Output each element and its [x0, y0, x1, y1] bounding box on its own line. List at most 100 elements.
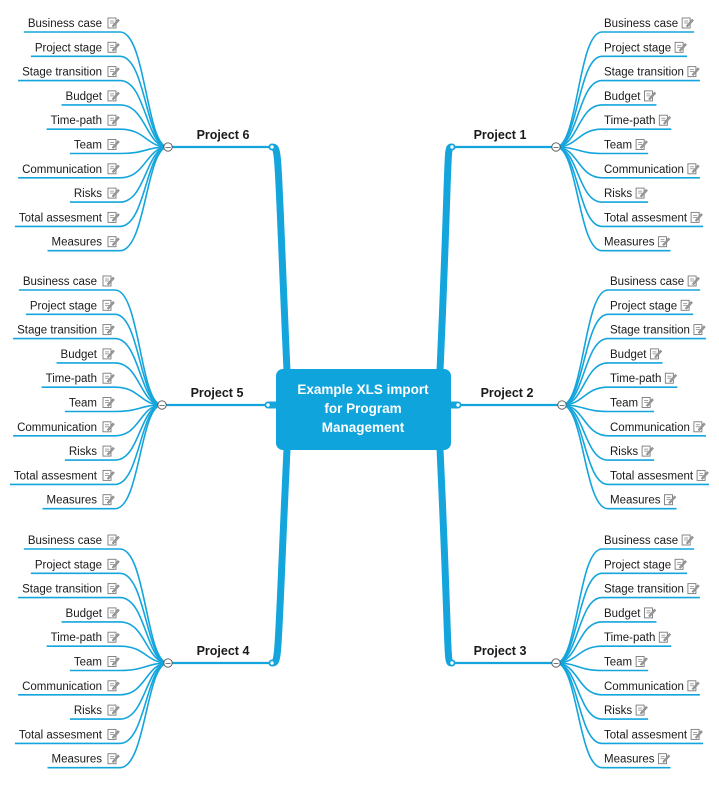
note-icon[interactable]	[658, 114, 672, 126]
subtopic-item[interactable]: Team	[604, 656, 648, 669]
note-icon[interactable]	[107, 114, 120, 126]
subtopic-item[interactable]: Team	[604, 139, 648, 152]
subtopic-item[interactable]: Measures	[47, 494, 115, 507]
note-icon[interactable]	[107, 66, 120, 78]
collapse-toggle[interactable]: −	[551, 658, 561, 668]
collapse-toggle[interactable]: −	[163, 142, 173, 152]
subtopic-item[interactable]: Time-path	[610, 372, 678, 385]
project-topic-2[interactable]: Project 2	[481, 386, 534, 400]
subtopic-item[interactable]: Budget	[66, 90, 120, 103]
subtopic-item[interactable]: Team	[610, 397, 654, 410]
note-icon[interactable]	[102, 494, 115, 506]
subtopic-item[interactable]: Measures	[604, 236, 671, 249]
note-icon[interactable]	[674, 558, 687, 570]
subtopic-item[interactable]: Project stage	[30, 299, 115, 312]
subtopic-item[interactable]: Risks	[69, 445, 115, 458]
note-icon[interactable]	[658, 236, 671, 248]
subtopic-item[interactable]: Risks	[74, 187, 120, 200]
collapse-toggle[interactable]: −	[557, 400, 567, 410]
note-icon[interactable]	[687, 275, 700, 287]
note-icon[interactable]	[107, 534, 120, 546]
subtopic-item[interactable]: Team	[74, 656, 120, 669]
note-icon[interactable]	[107, 656, 120, 667]
note-icon[interactable]	[635, 187, 648, 199]
subtopic-item[interactable]: Time-path	[51, 114, 120, 127]
subtopic-item[interactable]: Communication	[610, 421, 706, 434]
subtopic-item[interactable]: Total assesment	[19, 728, 120, 741]
project-topic-3[interactable]: Project 3	[474, 644, 527, 658]
note-icon[interactable]	[687, 163, 700, 175]
subtopic-item[interactable]: Measures	[604, 753, 671, 766]
central-topic[interactable]: Example XLS import for Program Managemen…	[276, 369, 451, 450]
subtopic-item[interactable]: Project stage	[604, 558, 687, 571]
subtopic-item[interactable]: Team	[69, 397, 115, 410]
note-icon[interactable]	[107, 139, 120, 150]
note-icon[interactable]	[658, 753, 671, 765]
note-icon[interactable]	[681, 17, 694, 29]
subtopic-item[interactable]: Stage transition	[604, 583, 700, 596]
note-icon[interactable]	[635, 704, 648, 716]
note-icon[interactable]	[107, 163, 120, 175]
note-icon[interactable]	[102, 299, 115, 311]
note-icon[interactable]	[102, 445, 115, 457]
note-icon[interactable]	[102, 397, 115, 408]
note-icon[interactable]	[107, 753, 120, 765]
note-icon[interactable]	[107, 90, 120, 102]
subtopic-item[interactable]: Stage transition	[22, 583, 120, 596]
note-icon[interactable]	[681, 534, 694, 546]
note-icon[interactable]	[664, 372, 678, 384]
note-icon[interactable]	[102, 469, 115, 481]
subtopic-item[interactable]: Stage transition	[610, 324, 706, 337]
subtopic-item[interactable]: Budget	[66, 607, 120, 620]
note-icon[interactable]	[664, 494, 677, 506]
subtopic-item[interactable]: Business case	[604, 534, 694, 547]
note-icon[interactable]	[107, 41, 120, 53]
subtopic-item[interactable]: Risks	[74, 704, 120, 717]
note-icon[interactable]	[643, 607, 657, 619]
note-icon[interactable]	[687, 680, 700, 692]
subtopic-item[interactable]: Risks	[604, 704, 648, 717]
note-icon[interactable]	[687, 583, 700, 595]
subtopic-item[interactable]: Budget	[61, 348, 115, 361]
subtopic-item[interactable]: Budget	[610, 348, 663, 361]
subtopic-item[interactable]: Stage transition	[604, 66, 700, 79]
note-icon[interactable]	[102, 372, 115, 384]
project-topic-5[interactable]: Project 5	[191, 386, 244, 400]
subtopic-item[interactable]: Stage transition	[17, 324, 115, 337]
subtopic-item[interactable]: Business case	[610, 275, 700, 288]
collapse-toggle[interactable]: −	[157, 400, 167, 410]
note-icon[interactable]	[635, 139, 648, 150]
note-icon[interactable]	[690, 211, 703, 223]
note-icon[interactable]	[658, 631, 672, 643]
project-topic-4[interactable]: Project 4	[197, 644, 250, 658]
note-icon[interactable]	[635, 656, 648, 667]
subtopic-item[interactable]: Project stage	[35, 558, 120, 571]
subtopic-item[interactable]: Budget	[604, 607, 657, 620]
note-icon[interactable]	[107, 728, 120, 740]
subtopic-item[interactable]: Communication	[22, 680, 120, 693]
note-icon[interactable]	[102, 324, 115, 336]
central-topic-box[interactable]	[276, 369, 451, 450]
subtopic-item[interactable]: Measures	[52, 236, 120, 249]
subtopic-item[interactable]: Measures	[52, 753, 120, 766]
collapse-toggle[interactable]: −	[551, 142, 561, 152]
subtopic-item[interactable]: Risks	[604, 187, 648, 200]
note-icon[interactable]	[693, 324, 706, 336]
subtopic-item[interactable]: Time-path	[604, 114, 672, 127]
note-icon[interactable]	[102, 348, 115, 360]
note-icon[interactable]	[102, 275, 115, 287]
subtopic-item[interactable]: Time-path	[51, 631, 120, 644]
collapse-toggle[interactable]: −	[163, 658, 173, 668]
note-icon[interactable]	[107, 17, 120, 29]
note-icon[interactable]	[674, 41, 687, 53]
subtopic-item[interactable]: Measures	[610, 494, 677, 507]
subtopic-item[interactable]: Risks	[610, 445, 654, 458]
subtopic-item[interactable]: Business case	[28, 17, 120, 30]
subtopic-item[interactable]: Total assesment	[604, 211, 703, 224]
subtopic-item[interactable]: Communication	[604, 163, 700, 176]
subtopic-item[interactable]: Total assesment	[610, 469, 709, 482]
note-icon[interactable]	[643, 90, 657, 102]
note-icon[interactable]	[641, 445, 654, 457]
subtopic-item[interactable]: Business case	[28, 534, 120, 547]
note-icon[interactable]	[690, 728, 703, 740]
